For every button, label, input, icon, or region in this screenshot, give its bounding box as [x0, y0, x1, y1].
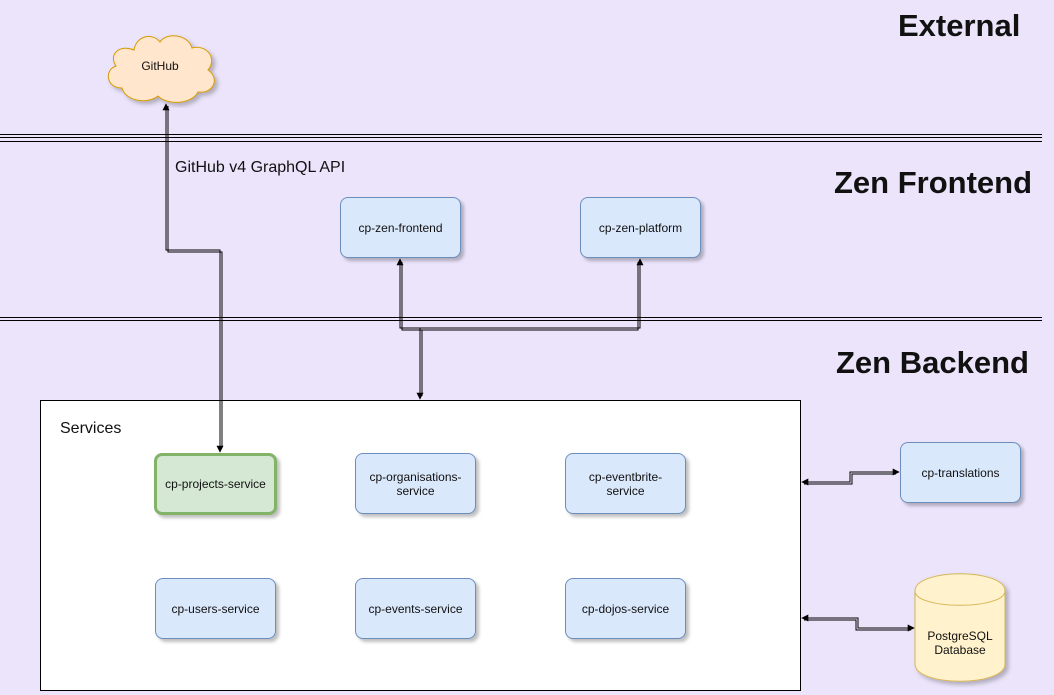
cp-projects-service-box[interactable]: cp-projects-service [154, 453, 277, 515]
services-translations-connector [801, 468, 900, 486]
zone-separator-line [0, 320, 1042, 321]
zone-separator-line [0, 317, 1042, 318]
zone-title-external: External [898, 8, 1021, 43]
postgresql-database-label: PostgreSQL Database [927, 629, 993, 657]
zone-title-frontend: Zen Frontend [834, 165, 1033, 200]
zen-frontend-connector [396, 258, 644, 329]
cp-dojos-service-box[interactable]: cp-dojos-service [565, 578, 686, 639]
github-cloud-shape[interactable] [104, 30, 222, 108]
zone-separator-line [0, 141, 1042, 142]
cp-events-service-box[interactable]: cp-events-service [355, 578, 476, 639]
cp-translations-box[interactable]: cp-translations [900, 442, 1021, 503]
services-container[interactable]: Services [40, 400, 801, 691]
services-container-label: Services [60, 420, 122, 437]
zone-separator-line [0, 137, 1042, 138]
cp-organisations-service-box[interactable]: cp-organisations-service [355, 453, 476, 514]
zone-separator-line [0, 134, 1042, 135]
github-projects-connector [162, 103, 224, 453]
zone-title-backend: Zen Backend [836, 345, 1029, 380]
services-database-connector [801, 614, 915, 632]
cp-zen-frontend-box[interactable]: cp-zen-frontend [340, 197, 461, 258]
cp-eventbrite-service-box[interactable]: cp-eventbrite-service [565, 453, 686, 514]
postgresql-database-cylinder[interactable] [912, 570, 1012, 688]
cp-users-service-box[interactable]: cp-users-service [155, 578, 276, 639]
cp-zen-platform-box[interactable]: cp-zen-platform [580, 197, 701, 258]
github-label: GitHub [141, 59, 179, 73]
